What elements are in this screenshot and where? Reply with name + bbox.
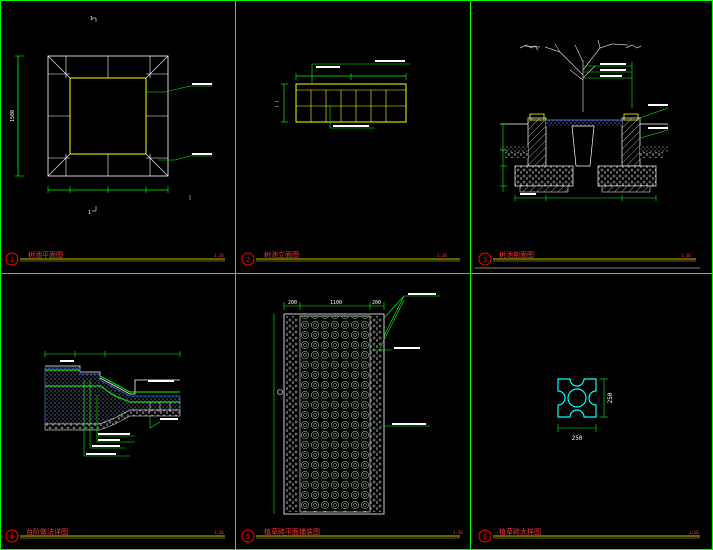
dimension-text: 1100 [330, 300, 342, 306]
title-number: 1 [10, 256, 14, 264]
panel-title: 植草砖大样图 [499, 527, 541, 536]
tree-symbol [519, 39, 642, 112]
panel-6-grass-brick-detail: 250 250 [557, 378, 614, 442]
title-number-circle [241, 252, 255, 266]
panel-3-tree-pit-section [500, 39, 669, 201]
title-block-1: 1 树池平面图 1:30 [5, 250, 225, 266]
title-block-4: 4 台阶做法详图 1:30 [5, 527, 225, 543]
panel-scale: 1:30 [214, 530, 224, 535]
brick-outline [557, 378, 597, 418]
svg-text:| |: | | [274, 100, 279, 107]
title-number: 3 [483, 256, 487, 264]
dimension-text: 250 [607, 392, 614, 403]
panel-2-tree-pit-elevation: | | [274, 60, 410, 129]
brick-hole [567, 388, 587, 408]
panel-scale: 1:10 [689, 530, 699, 535]
panel-scale: 1:30 [437, 253, 447, 258]
title-block-3: 3 树池剖面图 1:30 [475, 250, 700, 269]
title-number-circle [5, 529, 19, 543]
title-block-2: 2 树池立面图 1:30 [241, 250, 460, 266]
panel-4-step-detail [44, 351, 181, 457]
section-mark: 1 [88, 210, 91, 216]
dimension-text: 200 [372, 300, 381, 306]
panel-title: 树池立面图 [264, 250, 299, 259]
panel-scale: 1:30 [681, 253, 691, 258]
title-block-5: 5 植草砖平面铺装图 1:30 [241, 527, 463, 543]
title-number: 2 [246, 256, 250, 264]
pit-inner-outline [69, 77, 147, 155]
panel-1-tree-pit-plan: 1 1500 [10, 16, 212, 216]
title-number: 6 [483, 533, 487, 541]
section-mark: 1 [90, 16, 93, 22]
dimension-text: 200 [288, 300, 297, 306]
title-number-circle [5, 252, 19, 266]
title-number: 5 [246, 533, 250, 541]
panel-title: 树池平面图 [28, 250, 63, 259]
grass-brick-field [299, 315, 371, 513]
dimension-text: 1500 [10, 110, 16, 122]
dimension-text: 250 [572, 435, 583, 442]
panel-title: 树池剖面图 [499, 250, 534, 259]
title-number: 4 [10, 533, 14, 541]
elevation-outline [295, 83, 407, 123]
panel-5-grass-brick-plan: 200 1100 200 [273, 293, 440, 515]
title-block-6: 6 植草砖大样图 1:10 [478, 527, 700, 543]
panel-scale: 1:30 [214, 253, 224, 258]
panel-scale: 1:30 [453, 530, 463, 535]
title-number-circle [241, 529, 255, 543]
title-number-circle [478, 529, 492, 543]
panel-title: 植草砖平面铺装图 [264, 527, 320, 536]
panel-title: 台阶做法详图 [26, 527, 68, 536]
title-number-circle [478, 252, 492, 266]
